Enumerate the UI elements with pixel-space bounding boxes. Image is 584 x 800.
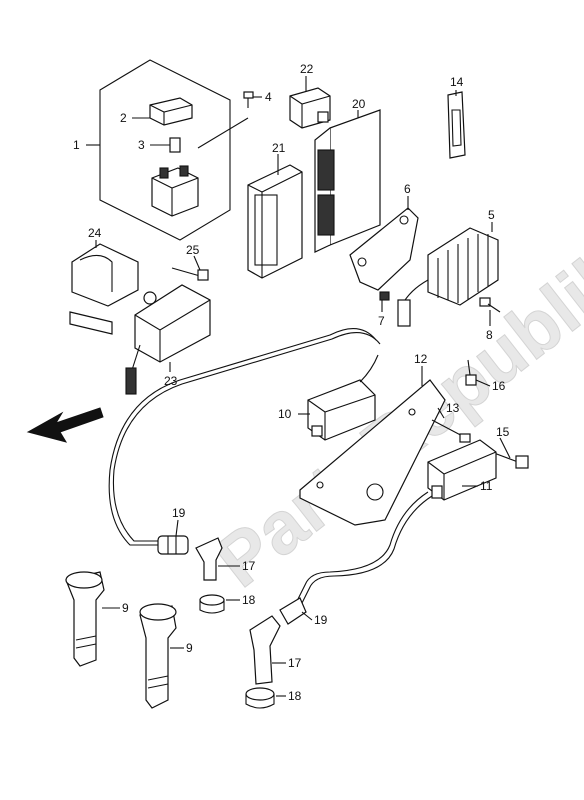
callout-19-upper: 19 (172, 506, 186, 520)
bracket-6 (349, 207, 419, 291)
callout-21: 21 (272, 141, 286, 155)
bolt-7 (379, 291, 390, 301)
lead-lower-2 (298, 495, 433, 610)
callout-16: 16 (492, 379, 506, 393)
pin-13 (431, 419, 471, 443)
bolt-25 (171, 267, 209, 281)
callout-9-right: 9 (186, 641, 193, 655)
callout-15: 15 (496, 425, 510, 439)
callout-9-left: 9 (122, 601, 129, 615)
ecu-20 (314, 109, 381, 253)
starter-relay (151, 165, 199, 217)
callout-4: 4 (265, 90, 272, 104)
callout-3: 3 (138, 138, 145, 152)
control-unit-23 (125, 284, 211, 395)
callout-17-lower: 17 (288, 656, 302, 670)
callout-14: 14 (450, 75, 464, 89)
front-arrow-icon (26, 407, 104, 443)
callout-18-upper: 18 (242, 593, 256, 607)
strap-14 (447, 91, 466, 159)
callout-17-upper: 17 (242, 559, 256, 573)
callout-13: 13 (446, 401, 460, 415)
ecu-case-21 (247, 164, 303, 279)
callout-11: 11 (480, 479, 493, 493)
callout-20: 20 (352, 97, 366, 111)
callout-19-lower: 19 (314, 613, 328, 627)
leader-lines (86, 76, 511, 697)
seal-18-lower (245, 687, 275, 709)
callout-22: 22 (300, 62, 314, 76)
relay-assembly-box (99, 59, 231, 241)
callout-2: 2 (120, 111, 127, 125)
callout-8: 8 (486, 328, 493, 342)
callout-6: 6 (404, 182, 411, 196)
callout-5: 5 (488, 208, 495, 222)
callout-24: 24 (88, 226, 102, 240)
callout-labels: 1 2 3 4 5 6 7 8 9 9 10 11 12 13 14 15 16… (73, 62, 510, 703)
fuse-cover (149, 97, 193, 126)
regulator-5 (397, 227, 499, 327)
callout-10: 10 (278, 407, 292, 421)
ignition-coil-10 (307, 354, 379, 441)
boot-17-lower (249, 615, 281, 685)
plug-cap-9-left (65, 571, 105, 667)
callout-25: 25 (186, 243, 200, 257)
callout-23: 23 (164, 374, 178, 388)
ignition-coil-11 (427, 439, 497, 501)
callout-1: 1 (73, 138, 80, 152)
screw-4 (243, 91, 254, 108)
lead-upper (108, 328, 377, 546)
plate-12 (299, 379, 446, 526)
cap-19-lower (279, 597, 307, 625)
bolt-8 (479, 297, 501, 313)
callout-7: 7 (378, 314, 385, 328)
fuse (169, 137, 181, 153)
callout-18-lower: 18 (288, 689, 302, 703)
plug-cap-9-right (139, 603, 177, 709)
boot-17-upper (195, 537, 223, 581)
lead-upper-2 (112, 332, 381, 542)
callout-12: 12 (414, 352, 428, 366)
seal-18-upper (199, 594, 225, 614)
connector-22 (289, 87, 331, 129)
bracket-24 (69, 243, 139, 335)
cap-19-upper (157, 535, 189, 555)
lead-lower (294, 491, 429, 606)
